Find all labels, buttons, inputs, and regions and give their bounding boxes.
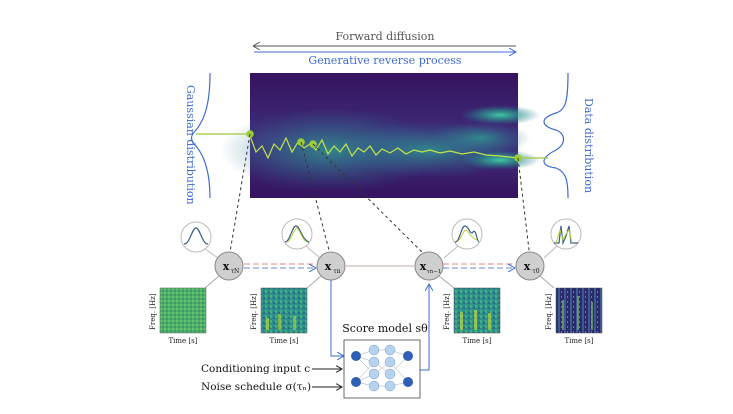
neural-network-icon <box>343 339 421 399</box>
svg-text:τn: τn <box>333 268 340 275</box>
svg-text:Time [s]: Time [s] <box>270 337 299 345</box>
gaussian-density-curve <box>190 72 211 199</box>
data-distribution-label: Data distribution <box>582 98 595 193</box>
svg-text:x: x <box>223 260 230 273</box>
node-x-taun: x τn <box>316 251 346 281</box>
gaussian-distribution-label: Gaussian distribution <box>184 85 197 205</box>
svg-text:Freq. [Hz]: Freq. [Hz] <box>149 293 157 330</box>
score-input-line <box>330 280 344 356</box>
svg-text:Time [s]: Time [s] <box>169 337 198 345</box>
svg-text:Time [s]: Time [s] <box>463 337 492 345</box>
density-icons <box>180 218 582 259</box>
score-model-label: Score model sθ <box>342 322 428 335</box>
spectrogram-clean: Freq. [Hz] Time [s] <box>545 287 603 345</box>
reverse-process-label: Generative reverse process <box>308 54 462 67</box>
node-x-tauN: x τN <box>214 251 244 281</box>
spectrogram-xn: Freq. [Hz] Time [s] <box>250 287 308 345</box>
forward-diffusion-label: Forward diffusion <box>335 30 434 43</box>
bell-curve-icon <box>550 218 582 250</box>
svg-text:x: x <box>524 260 531 273</box>
svg-text:x: x <box>325 260 332 273</box>
bell-curve-icon <box>281 218 313 250</box>
svg-text:τn−1: τn−1 <box>427 269 442 275</box>
svg-text:τN: τN <box>231 268 240 275</box>
spectrogram-noisy: Freq. [Hz] Time [s] <box>149 287 207 345</box>
svg-text:Freq. [Hz]: Freq. [Hz] <box>545 293 553 330</box>
diffusion-heatmap <box>220 73 540 198</box>
projection-lines <box>228 133 531 259</box>
chain-connectors <box>244 263 515 268</box>
svg-text:Time [s]: Time [s] <box>565 337 594 345</box>
data-density-curve <box>543 72 569 199</box>
score-output-line <box>420 284 429 371</box>
sample-trajectory <box>249 135 519 160</box>
noise-schedule-label: Noise schedule σ(τₙ) <box>201 381 311 393</box>
svg-text:τ0: τ0 <box>532 268 539 275</box>
node-x-taun-minus-1: x τn−1 <box>414 251 444 281</box>
bell-curve-icon <box>451 218 483 250</box>
svg-text:Freq. [Hz]: Freq. [Hz] <box>443 293 451 330</box>
node-x-tau0: x τ0 <box>515 251 545 281</box>
spectrogram-connectors <box>204 275 555 289</box>
spectrogram-xn-minus-1: Freq. [Hz] Time [s] <box>443 287 501 345</box>
svg-text:Freq. [Hz]: Freq. [Hz] <box>250 293 258 330</box>
svg-text:x: x <box>420 260 427 273</box>
conditioning-input-label: Conditioning input c <box>201 363 310 375</box>
bell-curve-icon <box>180 221 212 253</box>
